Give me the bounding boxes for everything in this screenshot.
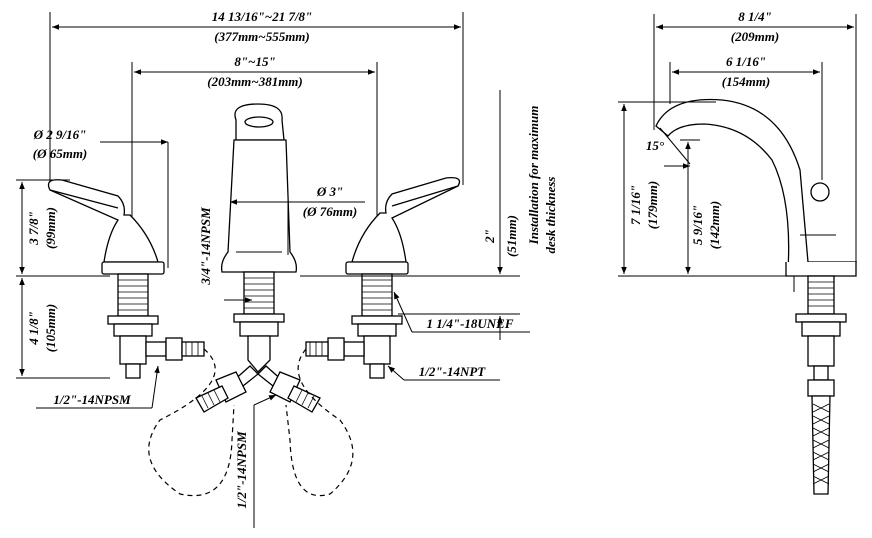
front-view: 14 13/16"~21 7/8" (377mm~555mm) 8"~15" (… xyxy=(16,9,558,528)
valve-thread-callout: 1 1/4"-18UNEF xyxy=(393,291,530,333)
shank-length-mm-label: (105mm) xyxy=(43,304,58,352)
handle-base-diameter-label: Ø 2 9/16" xyxy=(33,127,87,142)
outlet-height-dimension: 5 9/16" (142mm) xyxy=(680,139,722,274)
center-spread-label: 8"~15" xyxy=(234,54,275,69)
center-spread-mm-label: (203mm~381mm) xyxy=(207,74,303,89)
deck-thickness-mm-label: (51mm) xyxy=(504,215,519,257)
base-depth-dimension: 8 1/4" (209mm) xyxy=(653,9,857,268)
side-view: 8 1/4" (209mm) 6 1/16" (154mm) xyxy=(618,9,858,495)
deck-thickness-note-line1: Installation for maximum xyxy=(526,106,541,246)
handle-height-dimension: 3 7/8" (99mm) xyxy=(16,179,110,379)
deck-thickness-note-line2: desk thickness xyxy=(543,177,558,254)
left-inlet-thread-callout: 1/2"-14NPSM xyxy=(36,365,160,409)
outlet-height-label: 5 9/16" xyxy=(690,205,705,245)
total-height-label: 7 1/16" xyxy=(628,185,643,225)
center-spout xyxy=(195,103,321,413)
handle-height-label: 3 7/8" xyxy=(26,211,41,246)
handle-base-diameter-mm-label: (Ø 65mm) xyxy=(33,146,88,161)
shank-length-dimension: 4 1/8" (105mm) xyxy=(19,278,58,376)
spout-reach-dimension: 6 1/16" (154mm) xyxy=(669,54,823,180)
handle-base-diameter-dimension: Ø 2 9/16" (Ø 65mm) xyxy=(33,127,169,268)
deck-thickness-label: 2" xyxy=(482,229,497,244)
spout-thread-label: 3/4"-14NPSM xyxy=(198,207,213,286)
right-handle-valve xyxy=(305,177,461,379)
outlet-height-mm-label: (142mm) xyxy=(707,201,722,249)
total-height-mm-label: (179mm) xyxy=(645,181,660,229)
side-faucet-body xyxy=(655,98,858,495)
outlet-thread-label: 1/2"-14NPT xyxy=(419,364,486,379)
left-handle-valve xyxy=(47,179,205,379)
total-height-dimension: 7 1/16" (179mm) xyxy=(618,101,800,277)
overall-width-label: 14 13/16"~21 7/8" xyxy=(212,9,313,24)
outlet-thread-callout: 1/2"-14NPT xyxy=(387,364,500,381)
spout-reach-label: 6 1/16" xyxy=(726,54,766,69)
spout-base-diameter-label: Ø 3" xyxy=(316,184,343,199)
left-inlet-thread-label: 1/2"-14NPSM xyxy=(53,392,131,407)
base-depth-label: 8 1/4" xyxy=(738,9,772,24)
spout-base-diameter-dimension: Ø 3" (Ø 76mm) xyxy=(230,184,365,255)
spout-base-diameter-mm-label: (Ø 76mm) xyxy=(303,204,358,219)
deck-thickness-dimension: 2" (51mm) Installation for maximum desk … xyxy=(300,90,558,340)
spout-angle-label: 15° xyxy=(646,138,665,153)
base-depth-mm-label: (209mm) xyxy=(731,29,779,44)
overall-width-dimension: 14 13/16"~21 7/8" (377mm~555mm) xyxy=(49,9,464,185)
handle-height-mm-label: (99mm) xyxy=(43,207,58,249)
shank-length-label: 4 1/8" xyxy=(26,311,41,346)
supply-hoses xyxy=(148,348,354,497)
spout-reach-mm-label: (154mm) xyxy=(722,74,770,89)
bottom-inlet-thread-callout: 1/2"-14NPSM xyxy=(234,394,277,528)
bottom-inlet-thread-label: 1/2"-14NPSM xyxy=(234,431,249,509)
spout-thread-callout: 3/4"-14NPSM xyxy=(198,207,252,303)
center-spread-dimension: 8"~15" (203mm~381mm) xyxy=(131,54,378,268)
valve-thread-label: 1 1/4"-18UNEF xyxy=(426,316,513,331)
overall-width-mm-label: (377mm~555mm) xyxy=(214,29,310,44)
